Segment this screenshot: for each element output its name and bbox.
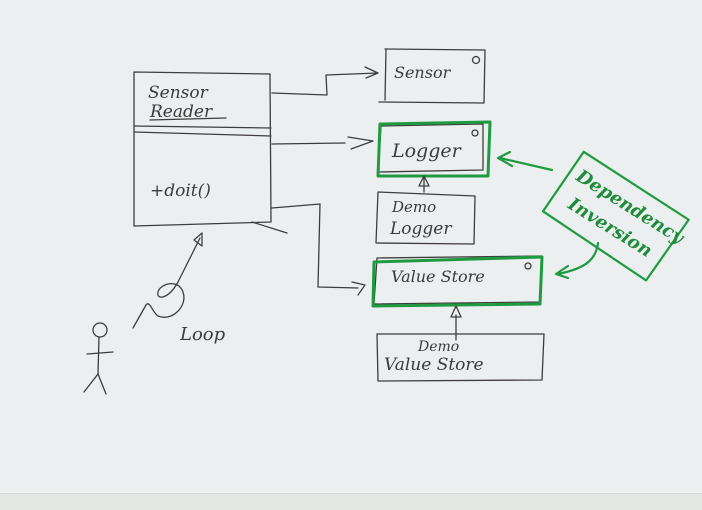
logger-name: Logger	[391, 140, 463, 162]
sensor-name: Sensor	[394, 63, 452, 82]
demo-logger-name-line2: Logger	[389, 219, 452, 239]
loop-curve	[132, 237, 201, 329]
actor-head	[92, 322, 108, 338]
sensor-reader-box	[133, 71, 272, 227]
sensor-reader-name-line2: Reader	[149, 102, 213, 122]
class-demo-value-store[interactable]: Demo Value Store	[376, 305, 545, 382]
demo-value-store-name-line2: Value Store	[384, 355, 484, 375]
value-store-interface-marker-icon	[524, 262, 532, 270]
logger-highlight-frame	[376, 120, 492, 178]
demo-value-store-box	[376, 333, 545, 382]
logger-interface-marker-icon	[471, 129, 479, 137]
demo-logger-name-line1: Demo	[391, 198, 436, 216]
loop-arrow: Loop	[132, 232, 226, 345]
sensor-reader-underline	[149, 117, 227, 121]
sensor-reader-method: +doit()	[150, 181, 211, 201]
note-to-logger-arrow	[496, 150, 554, 172]
class-sensor[interactable]: Sensor	[378, 48, 486, 104]
value-store-highlight-frame	[371, 255, 544, 308]
sensor-box-left	[384, 48, 387, 101]
demo-logger-inheritance-arrow	[418, 175, 430, 193]
note-box	[541, 150, 690, 282]
sensor-reader-to-value-store-arrow	[271, 203, 366, 296]
value-store-name: Value Store	[391, 267, 485, 286]
sensor-box	[378, 48, 486, 104]
sensor-interface-marker-icon	[471, 55, 481, 65]
loop-arrowhead-icon	[193, 232, 203, 247]
diagram-canvas: Sensor Reader +doit() Sensor Logger Demo…	[83, 48, 695, 395]
sensor-reader-to-logger-arrow	[271, 136, 374, 150]
dependency-inversion-note[interactable]: Dependency Inversion	[541, 150, 695, 286]
demo-logger-box	[375, 191, 476, 245]
note-to-value-store-arrow	[554, 241, 600, 280]
sensor-reader-extra-line	[251, 221, 288, 234]
sensor-reader-to-sensor-arrow	[271, 66, 379, 96]
class-logger[interactable]: Logger	[376, 120, 492, 178]
class-sensor-reader[interactable]: Sensor Reader +doit()	[133, 71, 272, 227]
demo-value-store-name-line1: Demo	[417, 339, 459, 355]
class-value-store[interactable]: Value Store	[371, 255, 544, 308]
loop-label: Loop	[179, 324, 226, 345]
class-demo-logger[interactable]: Demo Logger	[375, 175, 476, 245]
actor-body	[83, 336, 114, 395]
sensor-reader-divider-2	[133, 131, 272, 137]
sensor-reader-name-line1: Sensor	[148, 83, 209, 103]
sensor-reader-divider-1	[133, 125, 272, 129]
actor-stick-figure	[83, 322, 114, 395]
paper-sheet	[0, 0, 702, 494]
demo-value-store-inheritance-arrow	[450, 305, 462, 341]
